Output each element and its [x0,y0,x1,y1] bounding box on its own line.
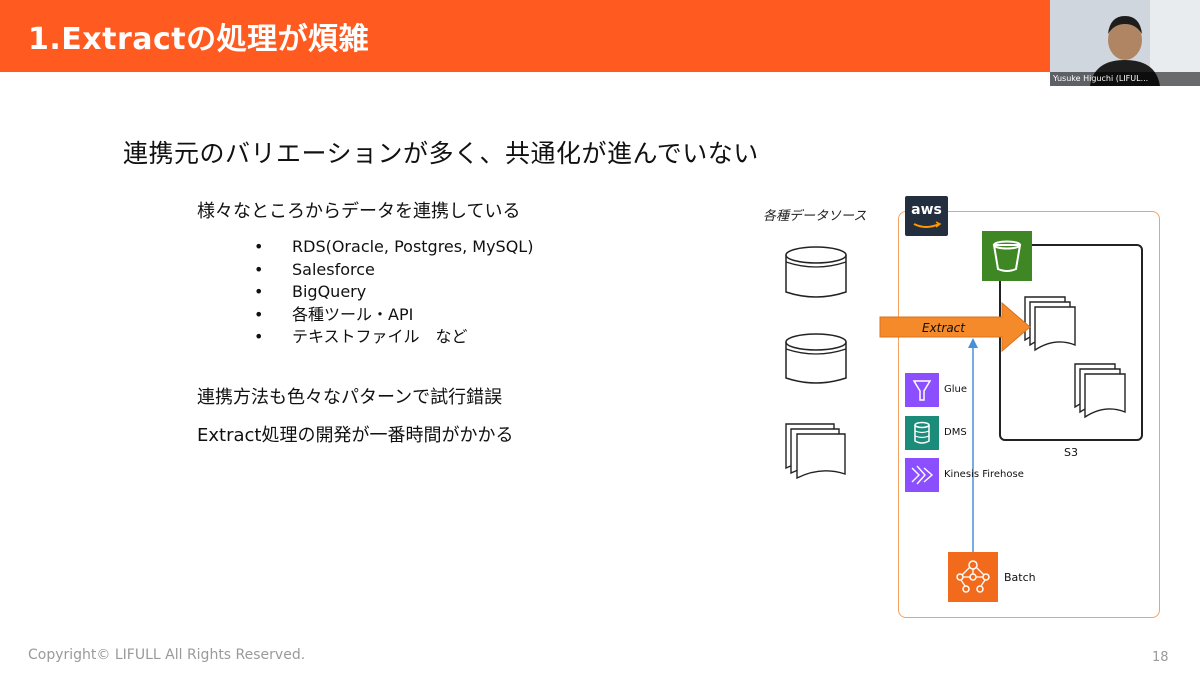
aws-smile-icon [913,221,942,228]
participant-video[interactable]: Yusuke Higuchi (LIFUL... [1050,0,1200,86]
data-sources-label: 各種データソース [763,209,867,224]
dms-icon [905,416,939,450]
bullet-icon: • [254,304,264,324]
database-icon [785,246,847,298]
source-list: •RDS(Oracle, Postgres, MySQL) •Salesforc… [250,236,533,349]
list-item: •RDS(Oracle, Postgres, MySQL) [250,236,533,259]
subheading-extract-dev: Extract処理の開発が一番時間がかかる [197,425,514,446]
bullet-icon: • [254,237,264,256]
s3-bucket-icon [982,231,1032,281]
page-number: 18 [1152,650,1169,665]
s3-bucket-boundary [999,244,1143,441]
documents-icon [1024,296,1076,352]
kinesis-firehose-icon [905,458,939,492]
list-item: •テキストファイル など [250,326,533,349]
title-bar: 1.Extractの処理が煩雑 [0,0,1200,72]
slide-title: 1.Extractの処理が煩雑 [28,22,370,57]
aws-cloud-boundary [898,211,1160,618]
bullet-icon: • [254,282,264,301]
list-item: •Salesforce [250,259,533,282]
bullet-icon: • [254,327,264,346]
batch-icon [948,552,998,602]
kinesis-firehose-label: Kinesis Firehose [944,469,1024,480]
subheading-methods: 連携方法も色々なパターンで試行錯誤 [197,387,503,408]
subheading-data-sources: 様々なところからデータを連携している [197,201,521,222]
copyright: Copyright© LIFULL All Rights Reserved. [28,647,306,663]
glue-icon [905,373,939,407]
aws-logo: aws [905,196,948,236]
list-item: •BigQuery [250,281,533,304]
bullet-icon: • [254,259,264,279]
documents-icon [785,423,846,480]
documents-icon [1074,363,1126,419]
glue-label: Glue [944,384,968,395]
participant-name: Yusuke Higuchi (LIFUL... [1050,72,1200,86]
database-icon [785,333,847,384]
headline: 連携元のバリエーションが多く、共通化が進んでいない [123,139,759,168]
list-item: •各種ツール・API [250,304,533,327]
extract-label: Extract [922,321,965,335]
dms-label: DMS [944,427,967,438]
batch-label: Batch [1004,571,1036,584]
s3-label: S3 [1064,446,1078,459]
